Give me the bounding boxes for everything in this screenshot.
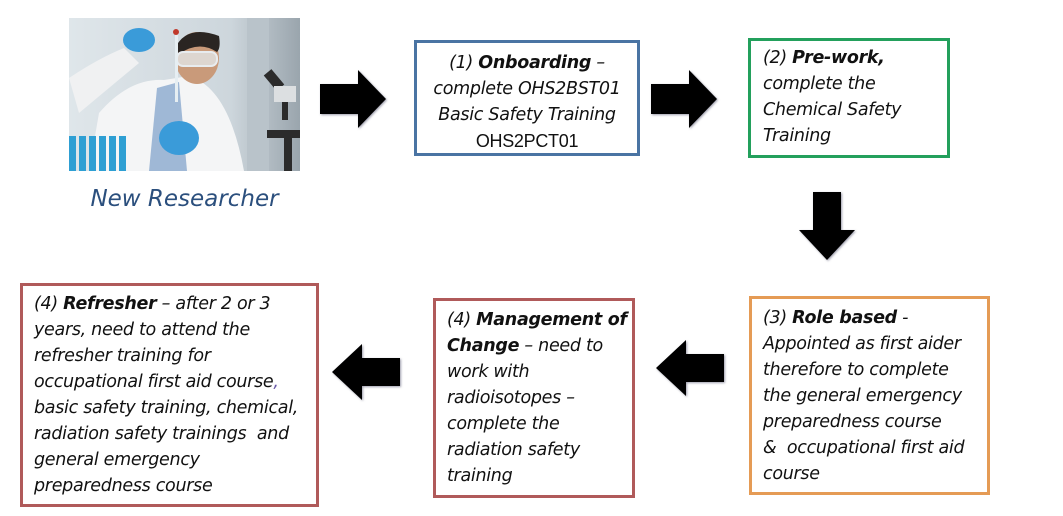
management-line: – need to [519, 336, 603, 356]
step-prework-box: (2) Pre-work, complete the Chemical Safe… [748, 38, 950, 158]
step-title: Role based [792, 308, 897, 328]
management-heading: (4) Management of [447, 307, 632, 333]
onboarding-line: complete OHS2BST01 [433, 79, 621, 99]
step-number: (4) [34, 294, 58, 314]
step-number: (4) [447, 310, 471, 330]
management-line: complete the [447, 414, 560, 434]
dash: – [591, 53, 605, 73]
step-refresher-box: (4) Refresher – after 2 or 3 years, need… [20, 283, 319, 507]
refresher-heading: (4) Refresher – after 2 or 3 [34, 291, 316, 317]
refresher-line: radiation safety trainings and [34, 424, 289, 444]
role-based-line: preparedness course [763, 412, 942, 432]
step-number: (3) [763, 308, 787, 328]
management-line: radiation safety [447, 440, 580, 460]
arrow-right-icon [651, 70, 719, 128]
management-heading-line2: Change – need to [447, 333, 632, 359]
role-based-line: & occupational first aid [763, 438, 965, 458]
step-number: (1) [449, 53, 474, 73]
prework-heading: (2) Pre-work, [763, 45, 947, 71]
role-based-line: therefore to complete [763, 360, 949, 380]
refresher-line: basic safety training, chemical, [34, 398, 299, 418]
arrow-down-icon [797, 192, 857, 262]
refresher-comma: , [273, 372, 279, 392]
dash: - [896, 308, 909, 328]
refresher-line: years, need to attend the [34, 320, 250, 340]
refresher-line: refresher training for [34, 346, 211, 366]
onboarding-course-code: OHS2PCT01 [475, 131, 579, 151]
researcher-illustration [69, 18, 300, 171]
step-title: Refresher [63, 294, 157, 314]
role-based-heading: (3) Role based - [763, 305, 987, 331]
step-title: Pre-work, [792, 48, 885, 68]
prework-line: Chemical Safety [763, 100, 902, 120]
arrow-left-icon [332, 342, 402, 402]
management-line: work with [447, 362, 530, 382]
arrow-right-icon [320, 70, 388, 128]
role-based-line: the general emergency [763, 386, 962, 406]
step-number: (2) [763, 48, 787, 68]
arrow-left-icon [656, 338, 726, 398]
refresher-line: preparedness course [34, 476, 213, 496]
step-title: Management of [476, 310, 627, 330]
refresher-line: occupational first aid course, [34, 369, 316, 395]
role-based-line: Appointed as first aider [763, 334, 961, 354]
step-management-of-change-box: (4) Management of Change – need to work … [433, 298, 635, 498]
refresher-text: occupational first aid course [34, 372, 274, 392]
management-line: radioisotopes – [447, 388, 575, 408]
new-researcher-caption: New Researcher [90, 186, 279, 212]
role-based-line: course [763, 464, 820, 484]
step-onboarding-box: (1) Onboarding – complete OHS2BST01 Basi… [414, 40, 640, 156]
onboarding-line: Basic Safety Training [438, 105, 616, 125]
management-line: training [447, 466, 513, 486]
prework-line: Training [763, 126, 831, 146]
prework-line: complete the [763, 74, 876, 94]
refresher-line: general emergency [34, 450, 200, 470]
new-researcher-photo [69, 18, 300, 171]
step-title: Change [447, 336, 520, 356]
onboarding-heading: (1) Onboarding – [417, 50, 637, 76]
step-role-based-box: (3) Role based - Appointed as first aide… [749, 296, 990, 495]
refresher-line: – after 2 or 3 [156, 294, 271, 314]
step-title: Onboarding [478, 53, 592, 73]
